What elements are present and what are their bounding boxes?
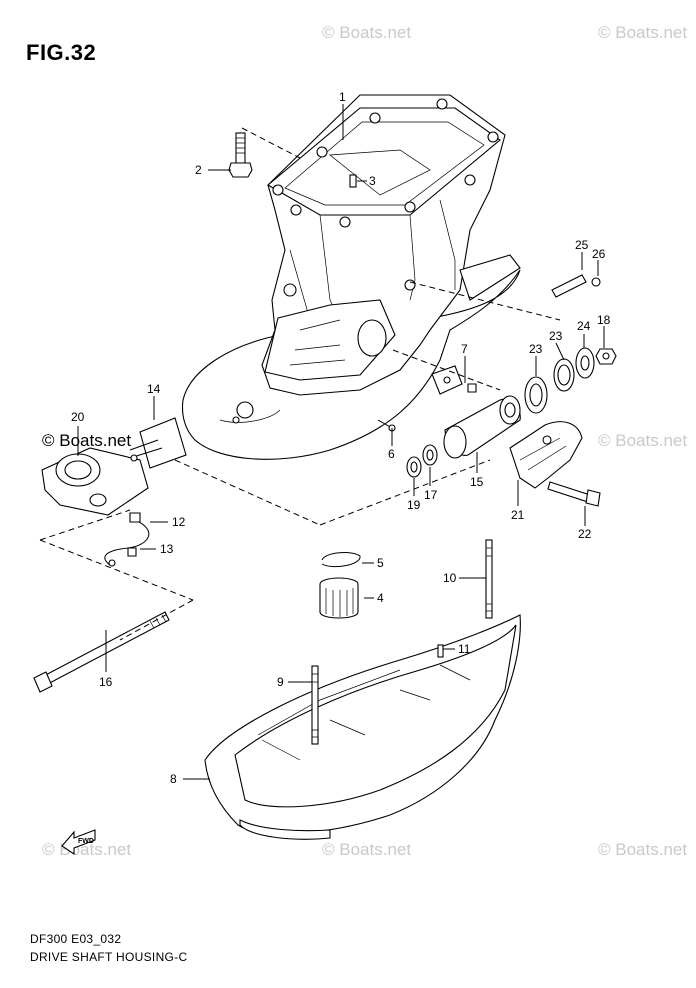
callout-24: 24 xyxy=(577,319,591,333)
callout-23a: 23 xyxy=(529,342,543,356)
fwd-label: FWD xyxy=(78,838,94,845)
callout-7: 7 xyxy=(461,342,468,356)
mount-bracket-21 xyxy=(509,421,583,489)
callout-19: 19 xyxy=(407,498,421,512)
callout-10: 10 xyxy=(443,571,457,585)
stud-10 xyxy=(485,539,493,619)
watermark-bottom-center: © Boats.net xyxy=(322,840,411,859)
callout-15: 15 xyxy=(470,475,484,489)
bolt-22 xyxy=(547,481,601,507)
watermark-mid-right: © Boats.net xyxy=(598,431,687,450)
callout-9: 9 xyxy=(277,675,284,689)
callout-6: 6 xyxy=(388,447,395,461)
needle-bearing-4 xyxy=(319,577,359,619)
callout-18: 18 xyxy=(597,313,611,327)
leader-lines xyxy=(77,104,605,780)
callout-3: 3 xyxy=(369,174,376,188)
callout-22: 22 xyxy=(578,527,592,541)
plug-3 xyxy=(349,174,357,188)
callout-16: 16 xyxy=(99,675,113,689)
mount-rubber-15 xyxy=(443,395,521,459)
footer-section-title: DRIVE SHAFT HOUSING-C xyxy=(30,950,188,964)
drive-shaft-housing-upper xyxy=(181,94,521,460)
flange-bolt-holes xyxy=(272,98,499,228)
callout-21: 21 xyxy=(511,508,525,522)
callout-12: 12 xyxy=(172,515,186,529)
bracket-7 xyxy=(431,365,477,395)
callout-26: 26 xyxy=(592,247,606,261)
reference-lines xyxy=(39,127,561,641)
watermark-bottom-right: © Boats.net xyxy=(598,840,687,859)
washer-17 xyxy=(422,444,438,466)
watermark-top-center: © Boats.net xyxy=(322,23,411,42)
housing-fin xyxy=(459,254,521,301)
figure-title: FIG.32 xyxy=(26,40,97,65)
callout-13: 13 xyxy=(160,542,174,556)
stud-9 xyxy=(311,665,319,745)
callout-5: 5 xyxy=(377,556,384,570)
watermark-mid-left: © Boats.net xyxy=(42,431,131,450)
callout-20: 20 xyxy=(71,410,85,424)
mount-bore xyxy=(357,319,387,357)
callout-14: 14 xyxy=(147,382,161,396)
callout-4: 4 xyxy=(377,591,384,605)
callout-1: 1 xyxy=(339,90,346,104)
callout-11: 11 xyxy=(458,642,471,656)
callout-8: 8 xyxy=(170,772,177,786)
callout-23b: 23 xyxy=(549,329,563,343)
footer-model-code: DF300 E03_032 xyxy=(30,932,122,946)
bolt-2 xyxy=(228,132,253,178)
ring-5 xyxy=(321,552,361,568)
lower-housing-8 xyxy=(204,614,521,840)
clamp-14 xyxy=(129,417,187,469)
wire-12-bolt-13 xyxy=(104,512,150,567)
fwd-arrow: FWD xyxy=(61,829,96,856)
clamp-20 xyxy=(41,447,149,516)
callout-2: 2 xyxy=(195,163,202,177)
watermark-top-right: © Boats.net xyxy=(598,23,687,42)
callout-labels: 1 2 3 4 5 6 7 8 9 10 11 12 13 14 15 16 1… xyxy=(71,90,611,786)
callout-25: 25 xyxy=(575,238,589,252)
callout-17: 17 xyxy=(424,488,438,502)
washer-19 xyxy=(406,456,422,478)
plug-11 xyxy=(437,644,444,658)
pin-25-26 xyxy=(551,274,601,298)
washers-23-24-nut-18 xyxy=(524,347,617,414)
